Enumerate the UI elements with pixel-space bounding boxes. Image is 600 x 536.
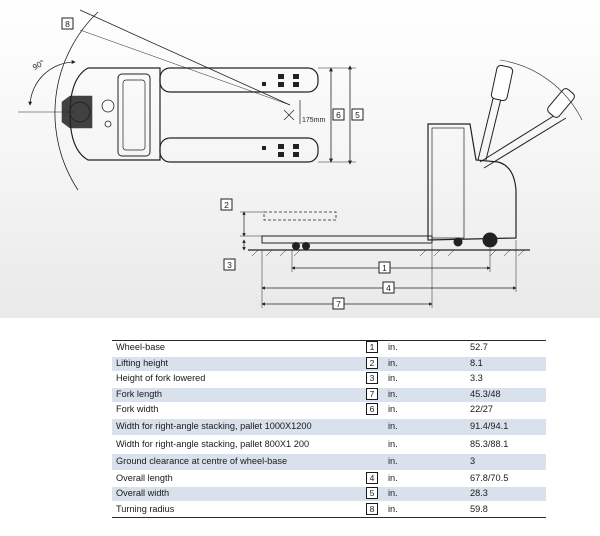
spec-label: Overall length (116, 472, 173, 483)
angle-label: 90° (31, 58, 46, 72)
spec-row: Height of fork lowered 3 in. 3.3 (112, 372, 546, 388)
spec-label: Fork length (116, 388, 162, 399)
spec-label: Wheel-base (112, 340, 366, 356)
spec-index-box: 7 (366, 387, 378, 400)
fork-bottom (159, 137, 319, 163)
marker-2: 2 (220, 198, 233, 211)
spec-unit: in. (388, 456, 398, 467)
side-view (240, 59, 583, 308)
spec-index-box: 8 (366, 502, 378, 515)
spec-index-box: 1 (366, 341, 378, 354)
spec-index-cell: 6 (366, 403, 388, 419)
fork-top (159, 67, 319, 93)
spec-unit: in. (388, 501, 470, 518)
load-wheel (292, 242, 300, 250)
spec-row: Ground clearance at centre of wheel-base… (112, 453, 546, 471)
spec-value: 45.3/48 (470, 388, 501, 399)
spec-value: 3.3 (470, 373, 483, 384)
svg-text:8: 8 (65, 19, 70, 29)
spec-row: Lifting height 2 in. 8.1 (112, 356, 546, 372)
marker-3: 3 (223, 258, 236, 271)
svg-text:6: 6 (336, 110, 341, 120)
spec-value: 28.3 (470, 488, 488, 499)
spec-unit: in. (388, 472, 398, 483)
spec-label: Height of fork lowered (116, 373, 206, 384)
spec-index-cell (366, 418, 388, 436)
offset-label: 175mm (302, 117, 326, 124)
spec-value: 91.4/94.1 (470, 421, 509, 431)
spec-index-cell: 2 (366, 356, 388, 372)
technical-drawing: 90° 175mm 8 6 5 2 3 1 4 7 (0, 0, 600, 318)
spec-index-cell (366, 436, 388, 454)
spec-label: Fork width (116, 404, 159, 415)
spec-index-box: 6 (366, 403, 378, 416)
spec-index-box: 4 (366, 471, 378, 484)
spec-index-cell: 3 (366, 372, 388, 388)
drive-wheel (482, 232, 498, 248)
spec-index-cell (366, 453, 388, 471)
truck-body (427, 123, 517, 241)
spec-unit: in. (388, 373, 398, 384)
spec-unit: in. (388, 438, 398, 449)
spec-index-box: 2 (366, 356, 378, 369)
turning-radius-line (79, 9, 291, 106)
spec-index-cell: 5 (366, 486, 388, 502)
svg-text:2: 2 (224, 200, 229, 210)
marker-7: 7 (332, 297, 345, 310)
spec-index-cell: 1 (366, 340, 388, 356)
spec-index-box: 3 (366, 372, 378, 385)
marker-5: 5 (351, 108, 364, 121)
spec-row: Width for right-angle stacking, pallet 8… (112, 436, 546, 454)
spec-unit: in. (388, 388, 398, 399)
svg-text:1: 1 (382, 263, 387, 273)
marker-1: 1 (378, 261, 391, 274)
spec-label: Turning radius (112, 501, 366, 518)
spec-index-box: 5 (366, 487, 378, 500)
spec-index-cell: 8 (366, 501, 388, 518)
marker-8: 8 (61, 17, 74, 30)
spec-unit: in. (388, 357, 398, 368)
spec-label: Width for right-angle stacking, pallet 8… (116, 438, 310, 449)
svg-text:4: 4 (386, 283, 391, 293)
spec-label: Lifting height (116, 357, 169, 368)
svg-text:3: 3 (227, 260, 232, 270)
svg-text:5: 5 (355, 110, 360, 120)
marker-6: 6 (332, 108, 345, 121)
spec-row: Overall width 5 in. 28.3 (112, 486, 546, 502)
spec-value: 52.7 (470, 340, 546, 356)
svg-text:7: 7 (336, 299, 341, 309)
spec-row: Overall length 4 in. 67.8/70.5 (112, 471, 546, 487)
drawing-canvas: 90° 175mm 8 6 5 2 3 1 4 7 (18, 9, 583, 310)
spec-value: 59.8 (470, 501, 546, 518)
spec-row: Width for right-angle stacking, pallet 1… (112, 418, 546, 436)
spec-unit: in. (388, 404, 398, 415)
top-view (18, 9, 356, 191)
marker-4: 4 (382, 281, 395, 294)
spec-label: Ground clearance at centre of wheel-base (116, 456, 288, 467)
spec-label: Overall width (116, 488, 170, 499)
spec-unit: in. (388, 488, 398, 499)
steering-angle-arc (28, 59, 76, 106)
spec-label: Width for right-angle stacking, pallet 1… (116, 421, 312, 431)
spec-value: 8.1 (470, 357, 483, 368)
battery-cover (117, 73, 151, 157)
spec-value: 22/27 (470, 404, 493, 415)
fork-lowered (261, 235, 433, 244)
spec-value: 67.8/70.5 (470, 472, 509, 483)
spec-unit: in. (388, 421, 398, 431)
spec-index-cell: 4 (366, 471, 388, 487)
spec-unit: in. (388, 340, 470, 356)
spec-value: 85.3/88.1 (470, 438, 509, 449)
spec-row: Fork width 6 in. 22/27 (112, 403, 546, 419)
tiller-arm (477, 59, 583, 169)
spec-value: 3 (470, 456, 476, 467)
spec-index-cell: 7 (366, 387, 388, 403)
fork-raised (263, 211, 337, 221)
spec-row: Fork length 7 in. 45.3/48 (112, 387, 546, 403)
